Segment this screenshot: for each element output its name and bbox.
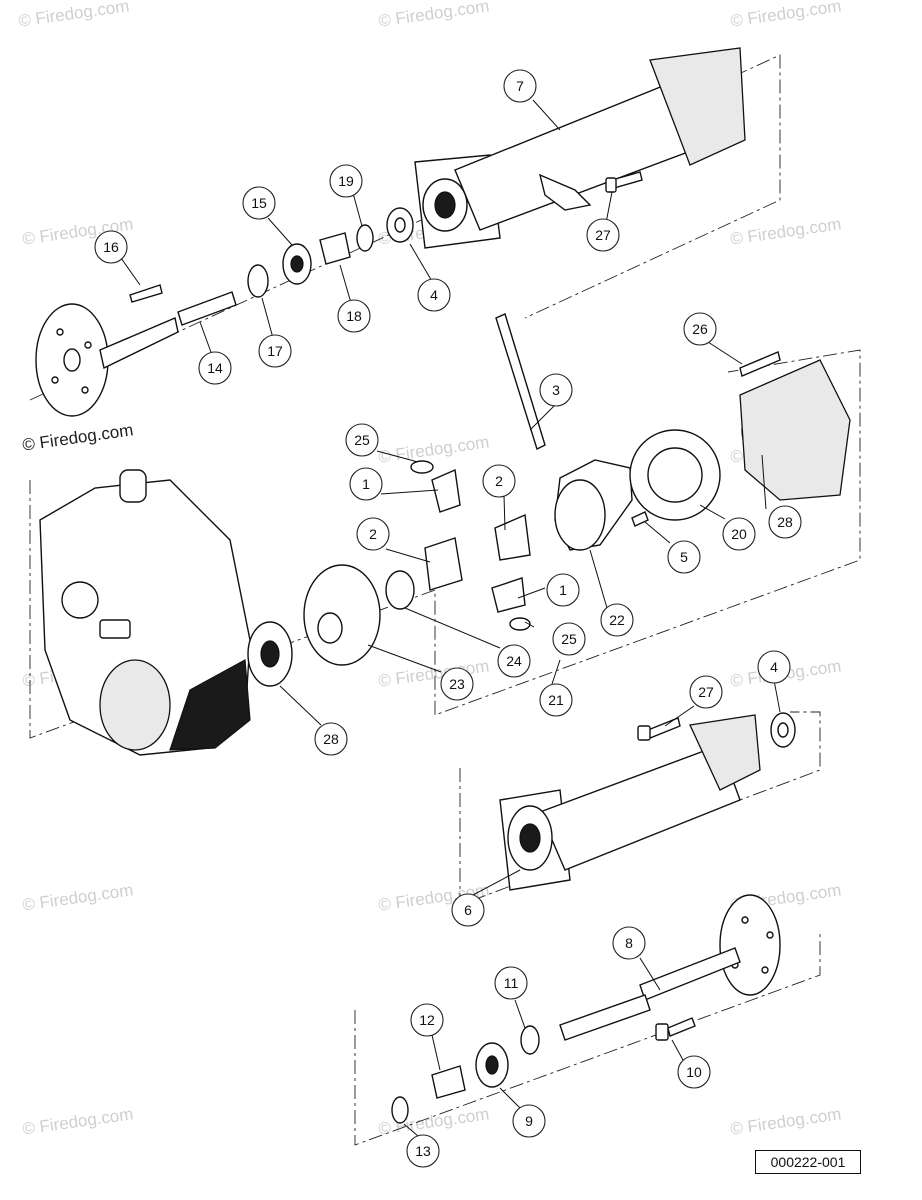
callout-6: 6 bbox=[451, 893, 485, 927]
callout-4-lower: 4 bbox=[757, 650, 791, 684]
bolt-27-upper bbox=[605, 171, 643, 193]
upper-shaft-parts bbox=[177, 207, 414, 326]
svg-text:5: 5 bbox=[680, 549, 688, 565]
callout-23: 23 bbox=[440, 667, 474, 701]
svg-text:13: 13 bbox=[415, 1143, 431, 1159]
callout-20: 20 bbox=[722, 517, 756, 551]
svg-text:1: 1 bbox=[362, 476, 370, 492]
axle-tube-housing-7 bbox=[414, 47, 746, 249]
callout-7: 7 bbox=[503, 69, 537, 103]
callout-17: 17 bbox=[258, 334, 292, 368]
svg-text:25: 25 bbox=[561, 631, 577, 647]
callout-25-lower: 25 bbox=[552, 622, 586, 656]
svg-text:22: 22 bbox=[609, 612, 625, 628]
callout-27-lower: 27 bbox=[689, 675, 723, 709]
svg-text:4: 4 bbox=[770, 659, 778, 675]
svg-text:9: 9 bbox=[525, 1113, 533, 1129]
svg-text:15: 15 bbox=[251, 195, 267, 211]
callout-1-upper: 1 bbox=[349, 467, 383, 501]
axle-shaft-upper bbox=[35, 284, 179, 417]
svg-text:4: 4 bbox=[430, 287, 438, 303]
callout-3: 3 bbox=[539, 373, 573, 407]
svg-text:28: 28 bbox=[777, 514, 793, 530]
callout-26: 26 bbox=[683, 312, 717, 346]
callout-1-lower: 1 bbox=[546, 573, 580, 607]
svg-text:6: 6 bbox=[464, 902, 472, 918]
callout-24: 24 bbox=[497, 644, 531, 678]
svg-text:7: 7 bbox=[516, 78, 524, 94]
callout-19: 19 bbox=[329, 164, 363, 198]
axle-shaft-lower bbox=[391, 894, 781, 1124]
svg-text:14: 14 bbox=[207, 360, 223, 376]
leader-lines bbox=[120, 99, 781, 1137]
svg-text:27: 27 bbox=[595, 227, 611, 243]
svg-text:24: 24 bbox=[506, 653, 522, 669]
callout-10: 10 bbox=[677, 1055, 711, 1089]
callout-8: 8 bbox=[612, 926, 646, 960]
callout-22: 22 bbox=[600, 603, 634, 637]
svg-text:18: 18 bbox=[346, 308, 362, 324]
svg-text:23: 23 bbox=[449, 676, 465, 692]
callout-12: 12 bbox=[410, 1003, 444, 1037]
callout-2-upper: 2 bbox=[482, 464, 516, 498]
callout-15: 15 bbox=[242, 186, 276, 220]
svg-text:1: 1 bbox=[559, 582, 567, 598]
callout-2-lower: 2 bbox=[356, 517, 390, 551]
drawing-number: 000222-001 bbox=[755, 1150, 861, 1174]
svg-text:12: 12 bbox=[419, 1012, 435, 1028]
differential-parts bbox=[247, 313, 851, 687]
callout-25-upper: 25 bbox=[345, 423, 379, 457]
svg-text:16: 16 bbox=[103, 239, 119, 255]
svg-text:21: 21 bbox=[548, 692, 564, 708]
svg-text:28: 28 bbox=[323, 731, 339, 747]
callout-21: 21 bbox=[539, 683, 573, 717]
svg-text:11: 11 bbox=[504, 975, 519, 991]
callout-5: 5 bbox=[667, 540, 701, 574]
svg-text:17: 17 bbox=[267, 343, 283, 359]
svg-text:19: 19 bbox=[338, 173, 354, 189]
callout-11: 11 bbox=[494, 966, 528, 1000]
svg-text:26: 26 bbox=[692, 321, 708, 337]
callout-14: 14 bbox=[198, 351, 232, 385]
svg-text:8: 8 bbox=[625, 935, 633, 951]
transaxle-case bbox=[39, 469, 251, 756]
svg-text:27: 27 bbox=[698, 684, 714, 700]
callout-4-upper: 4 bbox=[417, 278, 451, 312]
callout-27-upper: 27 bbox=[586, 218, 620, 252]
axle-tube-housing-6 bbox=[499, 712, 796, 891]
svg-text:10: 10 bbox=[686, 1064, 702, 1080]
svg-text:2: 2 bbox=[369, 526, 377, 542]
svg-text:20: 20 bbox=[731, 526, 747, 542]
callout-28-lower: 28 bbox=[314, 722, 348, 756]
callout-13: 13 bbox=[406, 1134, 440, 1168]
callout-16: 16 bbox=[94, 230, 128, 264]
svg-text:3: 3 bbox=[552, 382, 560, 398]
callout-9: 9 bbox=[512, 1104, 546, 1138]
svg-text:2: 2 bbox=[495, 473, 503, 489]
callout-18: 18 bbox=[337, 299, 371, 333]
callout-28-upper: 28 bbox=[768, 505, 802, 539]
svg-text:25: 25 bbox=[354, 432, 370, 448]
